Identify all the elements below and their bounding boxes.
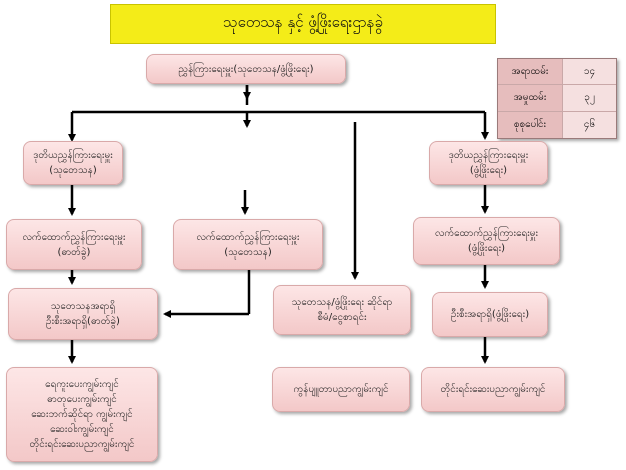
left-sections-box: ရေကူးပေးကျွမ်းကျင် ဓာတုပေးကျွမ်းကျင် ဆေး… [6, 367, 158, 462]
center-computer-box: ကွန်ပျူတာပညာကျွမ်းကျင် [272, 367, 410, 412]
box-line: ဒုတိယညွှန်ကြားရေးမှူး [448, 150, 529, 161]
box-line: လက်ထောက်ညွှန်ကြားရေးမှူး [22, 231, 126, 243]
box-line: ကွန်ပျူတာပညာကျွမ်းကျင် [293, 384, 389, 395]
stat-value: ၄၆ [583, 119, 596, 131]
stat-label: အရာထမ်း [498, 59, 563, 85]
box-line: ဆေးဝါးကျွမ်းကျင် [50, 424, 114, 435]
box-line: လက်ထောက်ညွှန်ကြားရေးမှူး [196, 231, 300, 243]
left-assistant-box: လက်ထောက်ညွှန်ကြားရေးမှူး (ဓာတ်ခွဲ) [6, 219, 142, 270]
box-line: တိုင်းရင်းဆေးပညာကျွမ်းကျင် [440, 384, 546, 395]
right-deputy-box: ဒုတိယညွှန်ကြားရေးမှူး (ဖွံ့ဖြိုးရေး) [429, 141, 548, 185]
staff-stats-table: အရာထမ်း ၁၄ အမှုထမ်း ၃၂ စုစုပေါင်း ၄၆ [497, 58, 617, 139]
box-line: ဆေးဘက်ဆိုင်ရာ ကျွမ်းကျင် [31, 409, 133, 420]
box-line: လက်ထောက်ညွှန်ကြားရေးမှူး [434, 228, 539, 239]
box-line: ဦးစီးအရာရှိ(ဓာတ်ခွဲ) [46, 316, 120, 327]
box-line: (သုတေသန) [224, 246, 272, 258]
stat-row-staff: အမှုထမ်း ၃၂ [498, 85, 616, 112]
right-sections-box: တိုင်းရင်းဆေးပညာကျွမ်းကျင် [421, 367, 565, 412]
director-label: ညွှန်ကြားရေးမှူး(သုတေသန/ဖွံ့ဖြိုးရေး) [178, 63, 314, 75]
box-line: ရေကူးပေးကျွမ်းကျင် [45, 379, 119, 390]
box-line: (သုတေသန) [49, 165, 97, 176]
stat-label: စုစုပေါင်း [498, 111, 563, 138]
stat-label: အမှုထမ်း [498, 85, 563, 111]
stat-row-officers: အရာထမ်း ၁၄ [498, 59, 616, 86]
box-line: (ဖွံ့ဖြိုးရေး) [467, 243, 506, 254]
box-line: သုတေသနအရာရှိ [50, 301, 116, 312]
chart-title: သုတေသန နှင့် ဖွံ့ဖြိုးရေးဌာနခွဲ [110, 4, 496, 44]
box-line: ဒုတိယညွှန်ကြားရေးမှူး [33, 150, 113, 161]
box-line: သုတေသန/ဖွံ့ဖြိုးရေး ဆိုင်ရာ [291, 297, 393, 308]
box-line: ဓာတုပေးကျွမ်းကျင် [47, 394, 117, 405]
box-line: (ဖွံ့ဖြိုးရေး) [469, 165, 508, 176]
stat-value: ၃၂ [584, 92, 595, 104]
right-head-box: ဦးစီးအရာရှိ(ဖွံ့ဖြိုးရေး) [432, 292, 548, 337]
stat-value: ၁၄ [583, 66, 596, 78]
box-line: စီမံ/ငွေစာရင်း [317, 312, 367, 323]
box-line: (ဓာတ်ခွဲ) [57, 246, 91, 258]
box-line: တိုင်းရင်းဆေးပညာကျွမ်းကျင် [29, 439, 135, 450]
right-assistant-box: လက်ထောက်ညွှန်ကြားရေးမှူး (ဖွံ့ဖြိုးရေး) [413, 217, 560, 265]
left-head-box: သုတေသနအရာရှိ ဦးစီးအရာရှိ(ဓာတ်ခွဲ) [8, 288, 158, 340]
center-research-box: သုတေသန/ဖွံ့ဖြိုးရေး ဆိုင်ရာ စီမံ/ငွေစာရင… [273, 285, 411, 335]
director-box: ညွှန်ကြားရေးမှူး(သုတေသန/ဖွံ့ဖြိုးရေး) [146, 54, 346, 84]
box-line: ဦးစီးအရာရှိ(ဖွံ့ဖြိုးရေး) [450, 309, 530, 320]
stat-row-total: စုစုပေါင်း ၄၆ [498, 111, 616, 138]
left-deputy-box: ဒုတိယညွှန်ကြားရေးမှူး (သုတေသန) [23, 141, 123, 185]
middle-assistant-box: လက်ထောက်ညွှန်ကြားရေးမှူး (သုတေသန) [173, 219, 323, 270]
